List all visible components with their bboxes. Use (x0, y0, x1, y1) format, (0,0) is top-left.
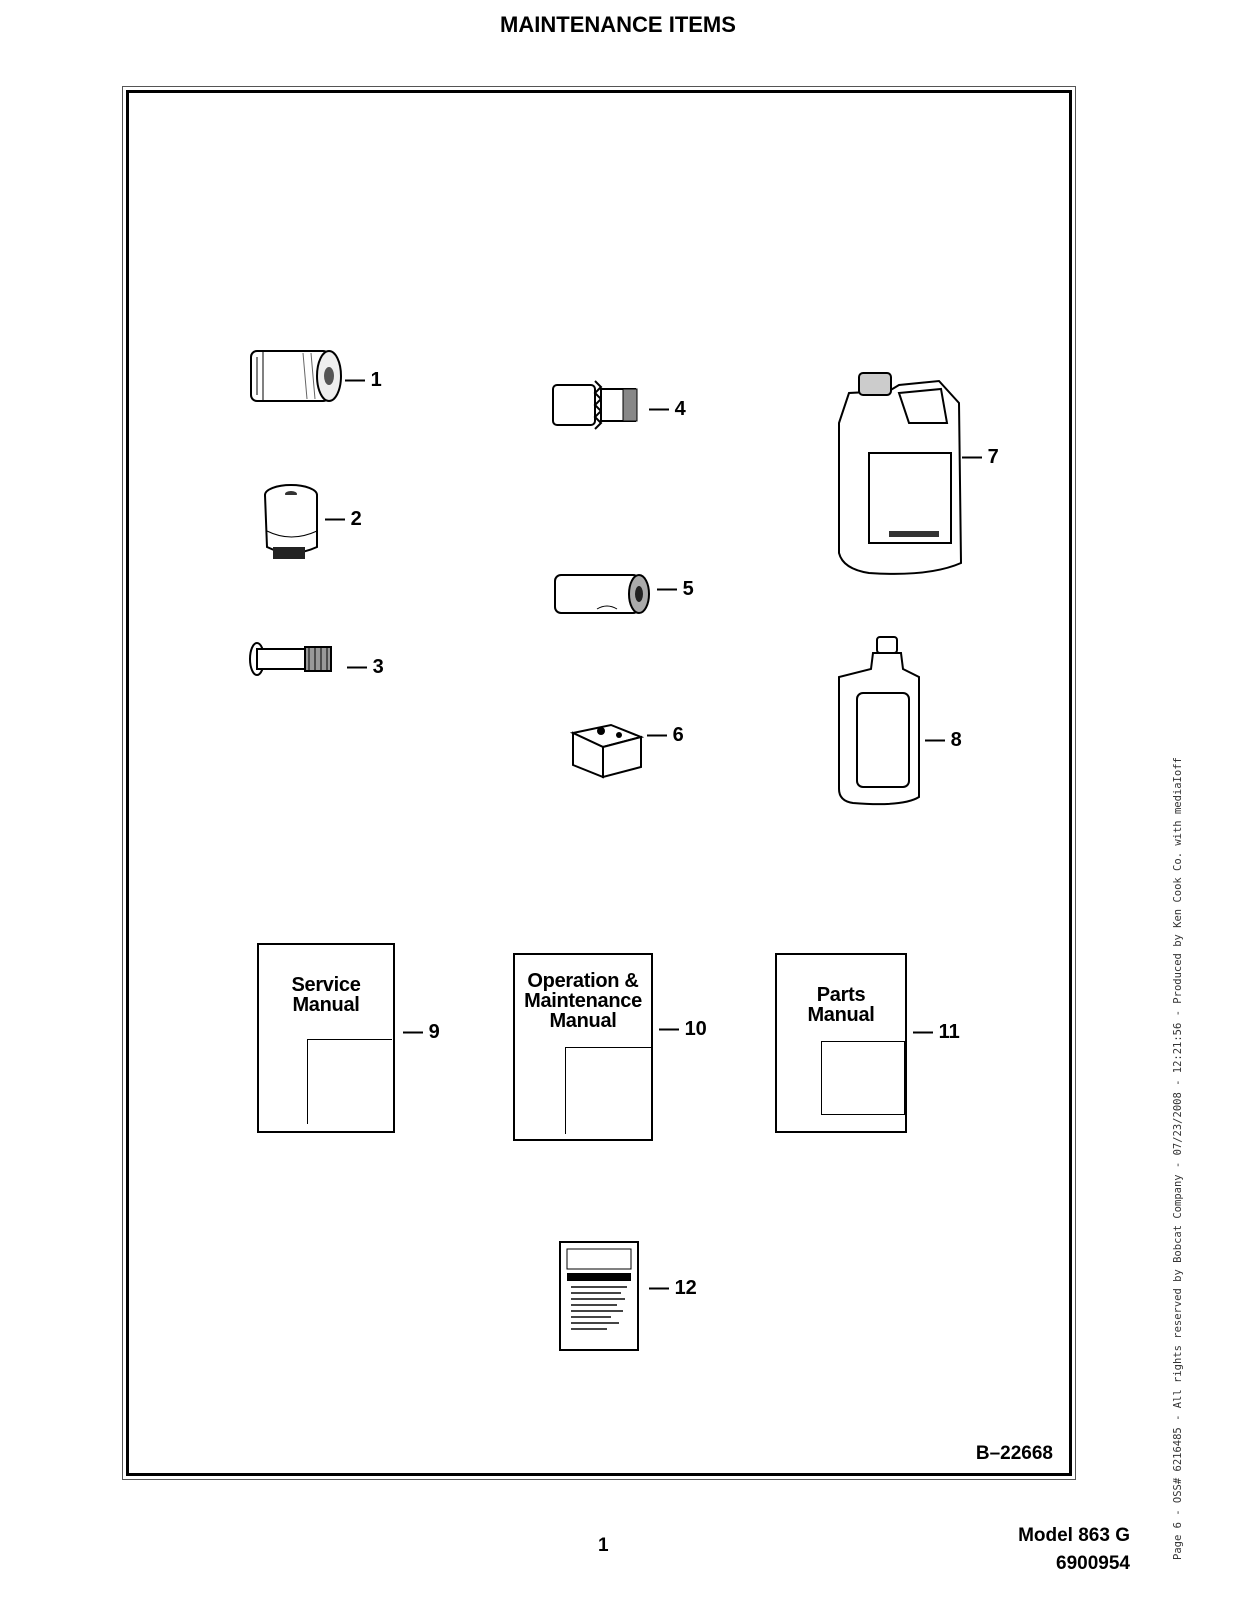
callout-6: — 6 (647, 724, 684, 746)
callout-3: — 3 (347, 656, 384, 678)
parts-manual-title: Parts Manual (807, 984, 875, 1026)
service-manual: Service Manual (257, 943, 395, 1133)
callout-2: — 2 (325, 508, 362, 530)
model-serial: 6900954 (1056, 1553, 1130, 1574)
page-number: 1 (598, 1535, 609, 1556)
model-info: Model 863 G 6900954 (1018, 1522, 1130, 1578)
filter-block-icon (569, 723, 645, 779)
fluid-jug-icon (838, 372, 963, 575)
warning-decal-icon (566, 1248, 632, 1330)
operation-maintenance-manual: Operation & Maintenance Manual (513, 953, 653, 1141)
parts-manual: Parts Manual (775, 953, 907, 1133)
fuel-filter-icon (264, 484, 318, 559)
callout-12: — 12 (649, 1277, 697, 1299)
callout-8: — 8 (925, 729, 962, 751)
parts-illustration: — 1 — 2 — 3 — 4 — 5 — 6 (122, 86, 1076, 1480)
figure-reference: B–22668 (975, 1443, 1053, 1464)
model-name: Model 863 G (1018, 1525, 1130, 1546)
hydraulic-filter-icon (554, 574, 650, 614)
page-title: MAINTENANCE ITEMS (500, 12, 736, 37)
service-manual-title: Service Manual (291, 974, 361, 1016)
callout-9: — 9 (403, 1021, 440, 1043)
callout-5: — 5 (657, 578, 694, 600)
callout-1: — 1 (345, 369, 382, 391)
callout-4: — 4 (649, 398, 686, 420)
callout-11: — 11 (913, 1021, 960, 1043)
oil-filter-icon (250, 350, 342, 402)
oil-bottle-icon (838, 636, 920, 806)
callout-10: — 10 (659, 1018, 707, 1040)
warning-decal (559, 1241, 639, 1351)
filter-element-icon (249, 642, 332, 676)
air-filter-icon (552, 380, 638, 430)
copyright-side-note: Page 6 - OSS# 6216485 - All rights reser… (1172, 757, 1184, 1560)
callout-7: — 7 (962, 446, 999, 468)
operation-manual-title: Operation & Maintenance Manual (524, 970, 642, 1032)
